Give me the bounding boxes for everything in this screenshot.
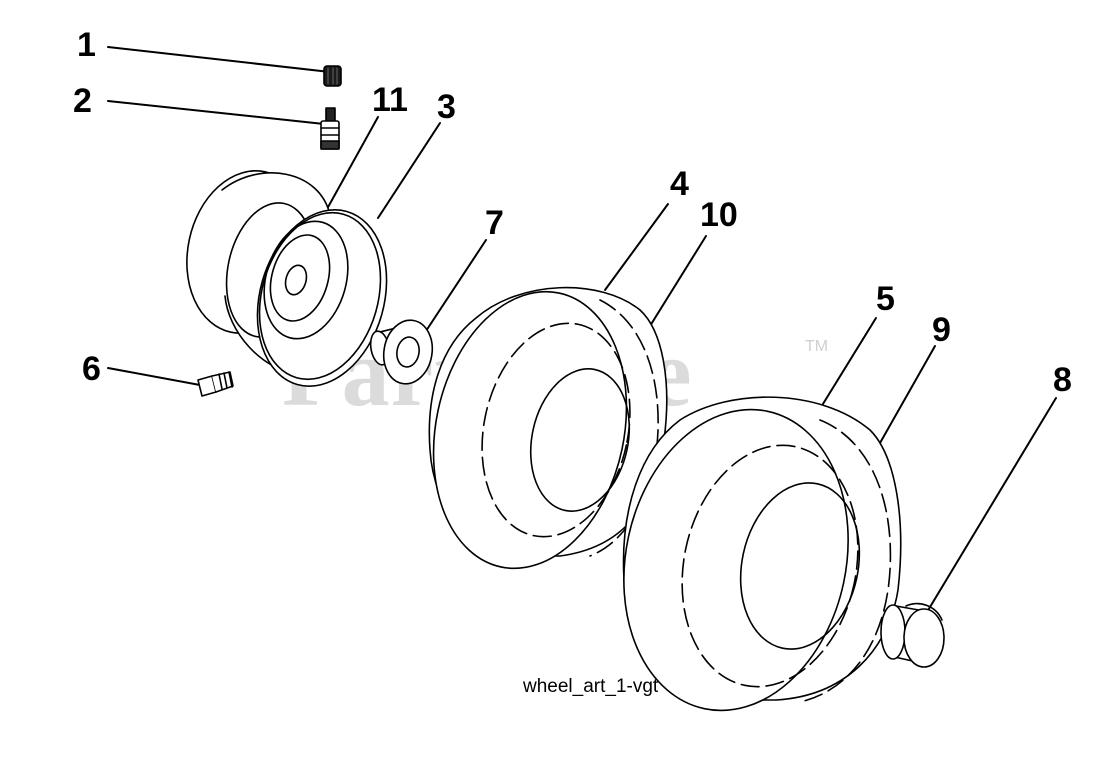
- leader-7: [423, 239, 487, 335]
- diagram-caption: wheel_art_1-vgt: [523, 676, 659, 697]
- part-5-tire-rear: [622, 396, 902, 712]
- leader-10: [649, 235, 707, 327]
- leader-2: [107, 100, 325, 125]
- leader-3: [377, 122, 441, 219]
- part-7-bushing: [369, 319, 434, 385]
- callout-4: 4: [670, 165, 689, 203]
- leader-8: [926, 397, 1057, 613]
- trademark-mark: TM: [805, 338, 829, 355]
- callout-6: 6: [82, 350, 101, 388]
- callout-7: 7: [485, 204, 504, 242]
- callout-8: 8: [1053, 361, 1072, 399]
- callout-1: 1: [77, 26, 96, 64]
- leader-11: [321, 116, 379, 219]
- part-2-valve-stem: [320, 107, 340, 150]
- leader-9: [879, 345, 936, 444]
- callout-5: 5: [876, 280, 895, 318]
- callout-2: 2: [73, 82, 92, 120]
- leader-5: [817, 317, 877, 413]
- leader-6: [107, 367, 201, 386]
- leader-4: [604, 203, 669, 291]
- part-6-bolt: [197, 371, 234, 397]
- callout-3: 3: [437, 88, 456, 126]
- callout-10: 10: [700, 196, 738, 234]
- leader-lines: [107, 46, 1057, 613]
- part-1-valve-cap: [323, 65, 342, 87]
- callout-9: 9: [932, 311, 951, 349]
- callout-11: 11: [372, 81, 408, 119]
- rim-assembly: [186, 170, 388, 387]
- part-4-tire-front: [428, 286, 668, 570]
- leader-1: [107, 46, 331, 73]
- part-8-hub-cap: [880, 602, 945, 668]
